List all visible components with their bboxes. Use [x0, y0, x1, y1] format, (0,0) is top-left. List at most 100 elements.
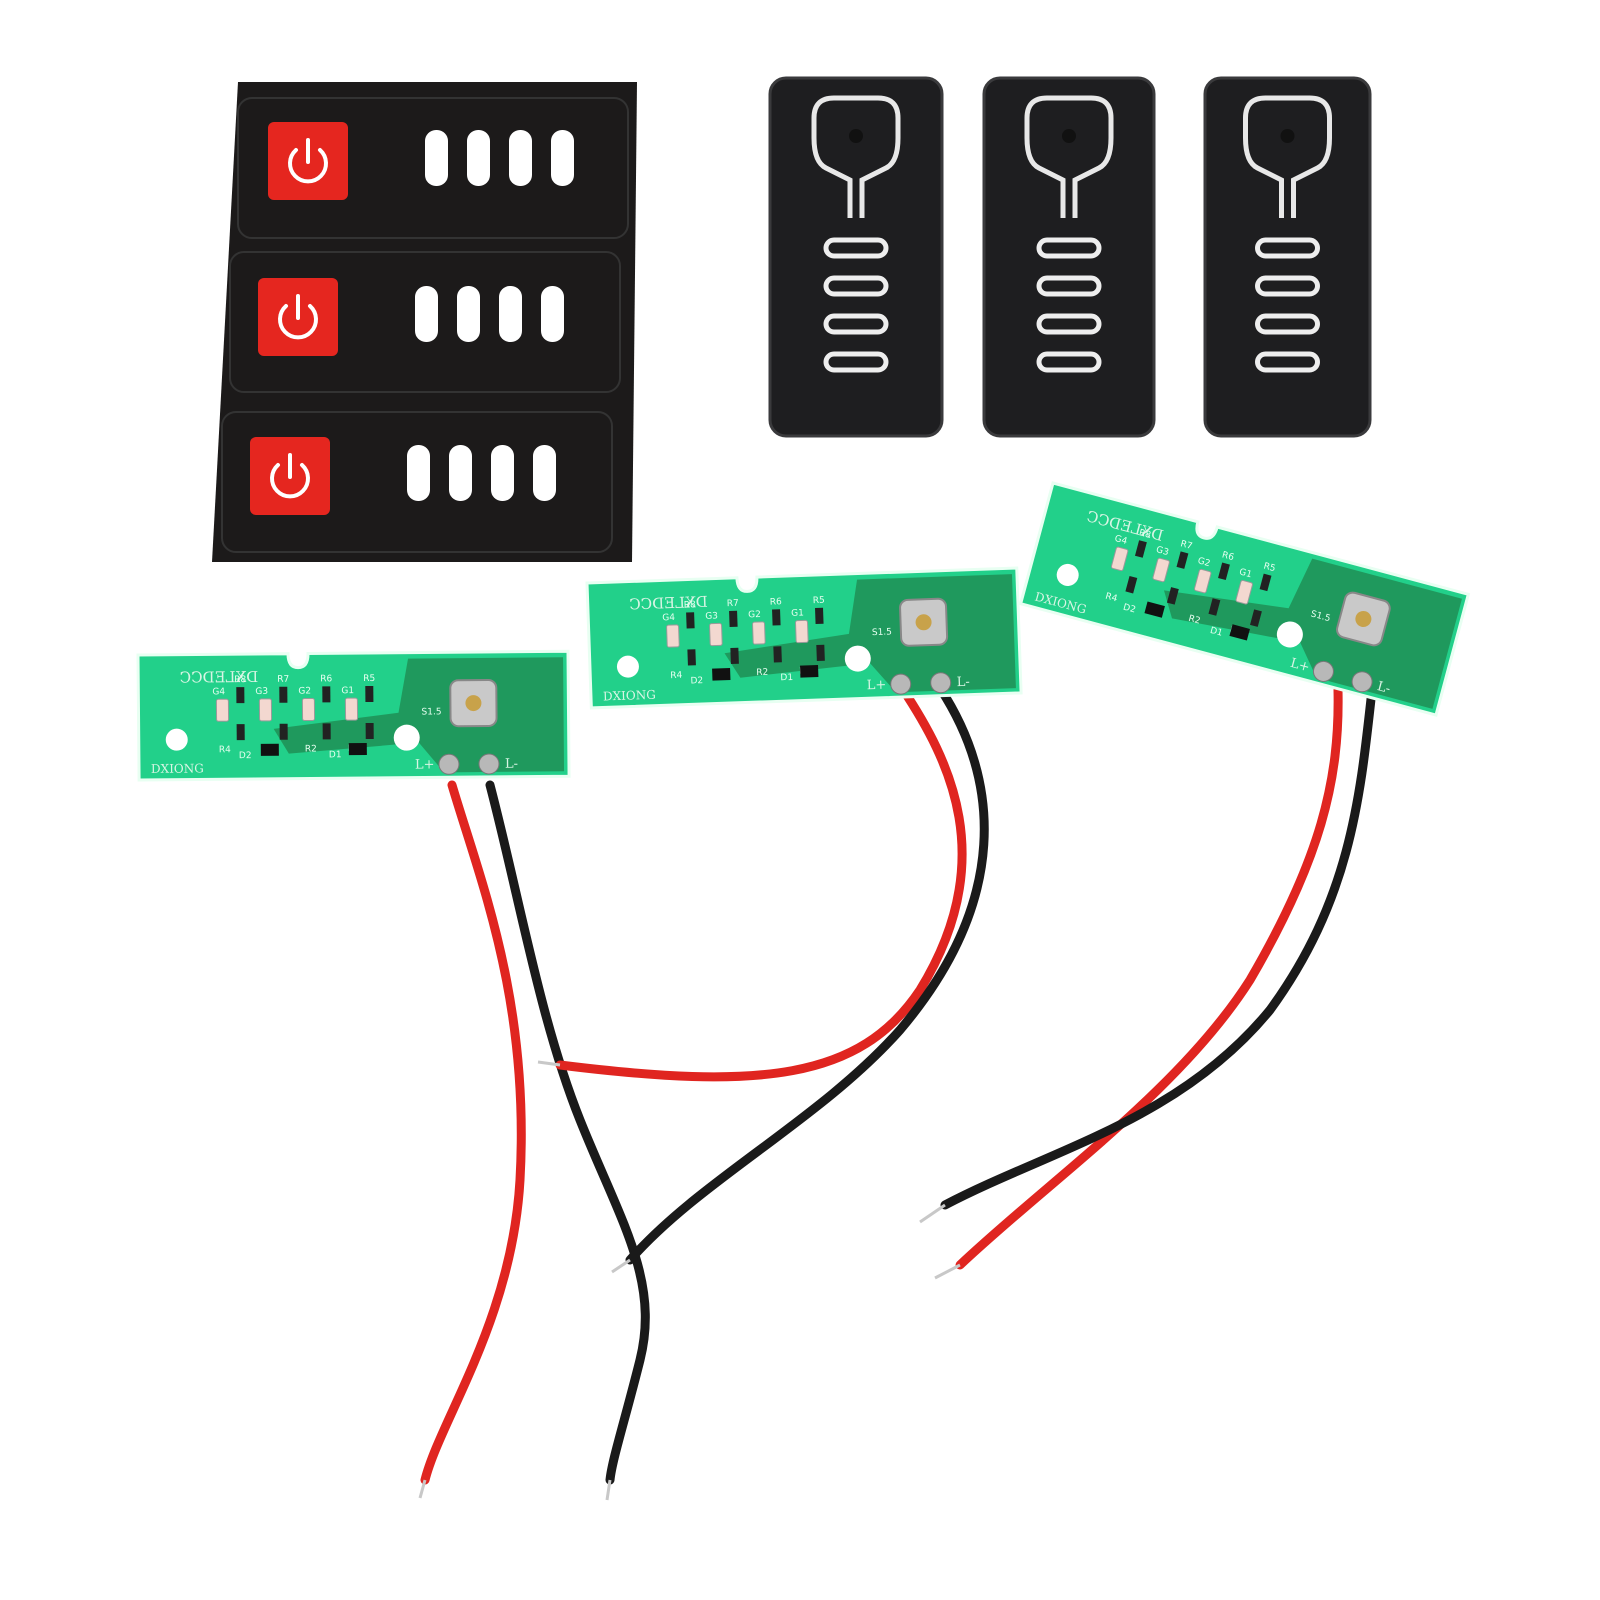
- diode-label: D1: [329, 750, 342, 760]
- led-label: G1: [791, 608, 804, 618]
- button-loop: [1024, 95, 1114, 218]
- button-loop: [811, 95, 901, 218]
- resistor: [730, 647, 739, 665]
- diode-label: D1: [780, 673, 793, 683]
- wire-tip-4: [611, 1258, 631, 1274]
- wire-tip-1: [418, 1479, 427, 1499]
- resistor-label: R8: [1138, 528, 1152, 541]
- mount-hole: [393, 724, 420, 751]
- resistor-label: R6: [320, 674, 332, 684]
- pcb-boards: DXLEDCCDXIONGG4R8R4G3R7R3G2R6R2G1R5R1D2D…: [136, 481, 1471, 782]
- resistor-label: R6: [770, 597, 783, 607]
- led-G1: [344, 697, 359, 721]
- switch-label: S1.5: [872, 627, 892, 638]
- switch-button: [465, 695, 482, 712]
- led-label: G3: [255, 687, 268, 697]
- resistor-label: R2: [305, 744, 317, 754]
- sticker-3: [221, 411, 613, 553]
- led-G3: [709, 622, 723, 647]
- positive-label: L+: [415, 757, 435, 772]
- led-G2: [752, 621, 766, 645]
- diode: [348, 743, 367, 756]
- resistor-label: R7: [727, 599, 739, 609]
- level-slot: [425, 130, 448, 186]
- resistor-label: R5: [363, 674, 375, 684]
- power-icon: [270, 463, 310, 499]
- wire-tip-6: [919, 1203, 946, 1224]
- resistor: [1208, 598, 1221, 616]
- pcb-board-3: DXLEDCCDXIONGG4R8R4G3R7R3G2R6R2G1R5R1D2D…: [1018, 481, 1471, 717]
- led-label: G2: [1196, 556, 1211, 569]
- resistor: [322, 723, 331, 740]
- level-window: [1036, 351, 1102, 373]
- pcb-board-2: DXLEDCCDXIONGG4R8R4G3R7R3G2R6R2G1R5R1D2D…: [585, 566, 1023, 710]
- level-window: [823, 313, 889, 335]
- resistor: [365, 685, 374, 703]
- level-slot: [407, 445, 430, 501]
- resistor-label: R7: [1179, 539, 1193, 552]
- button-dot: [1062, 129, 1076, 143]
- level-window: [1036, 313, 1102, 335]
- sticker-outline: [221, 411, 613, 553]
- resistor-label: R5: [813, 596, 825, 606]
- level-slot: [491, 445, 514, 501]
- wire-1: [420, 780, 526, 1485]
- diode: [712, 668, 731, 681]
- led-label: G2: [748, 610, 761, 620]
- brand-top-label: DXLEDCC: [629, 593, 708, 614]
- resistor: [1218, 562, 1230, 581]
- level-window: [823, 237, 889, 259]
- resistor: [279, 723, 288, 740]
- resistor: [236, 687, 245, 704]
- wire-tip-3: [537, 1060, 561, 1067]
- level-window: [1255, 313, 1320, 335]
- resistor: [236, 724, 245, 741]
- positive-label: L+: [1289, 656, 1312, 676]
- led-G4: [1110, 546, 1129, 572]
- diode-label: D2: [690, 676, 703, 686]
- positive-label: L+: [866, 678, 886, 694]
- wire-tip-5: [934, 1263, 961, 1280]
- resistor: [686, 612, 695, 629]
- resistor: [1250, 609, 1262, 627]
- led-label: G3: [1155, 545, 1170, 558]
- mount-hole: [616, 655, 639, 678]
- positive-pad: [890, 673, 912, 695]
- level-slot: [467, 130, 490, 186]
- level-window: [1255, 351, 1320, 373]
- led-G3: [1152, 557, 1170, 583]
- button-dot: [1280, 129, 1295, 143]
- led-label: G1: [1238, 567, 1253, 580]
- diode-label: D2: [239, 751, 252, 761]
- resistor-label: R6: [1221, 550, 1235, 563]
- button-dot: [849, 129, 863, 143]
- resistor: [772, 609, 781, 626]
- diode-label: D2: [1122, 603, 1137, 616]
- led-label: G4: [662, 613, 675, 623]
- wire-6: [940, 685, 1377, 1210]
- led-G4: [215, 698, 230, 722]
- negative-label: L-: [1375, 679, 1391, 697]
- level-window: [1255, 237, 1320, 259]
- brand-top-label: DXLEDCC: [180, 668, 259, 687]
- diode: [1229, 624, 1250, 641]
- diode: [1144, 601, 1165, 618]
- led-G2: [301, 697, 316, 722]
- level-slot: [541, 286, 564, 342]
- led-label: G1: [341, 686, 354, 696]
- negative-label: L-: [956, 675, 970, 690]
- led-G4: [666, 624, 680, 648]
- sticker-outline: [229, 251, 621, 393]
- level-slot: [499, 286, 522, 342]
- resistor: [815, 607, 824, 625]
- negative-pad: [930, 672, 952, 694]
- led-G1: [1235, 579, 1253, 605]
- mount-hole: [1276, 621, 1303, 648]
- level-slot: [449, 445, 472, 501]
- led-label: G3: [705, 611, 718, 621]
- resistor: [687, 649, 696, 666]
- resistor-label: R7: [277, 675, 289, 685]
- level-slot: [551, 130, 574, 186]
- level-window: [823, 275, 889, 297]
